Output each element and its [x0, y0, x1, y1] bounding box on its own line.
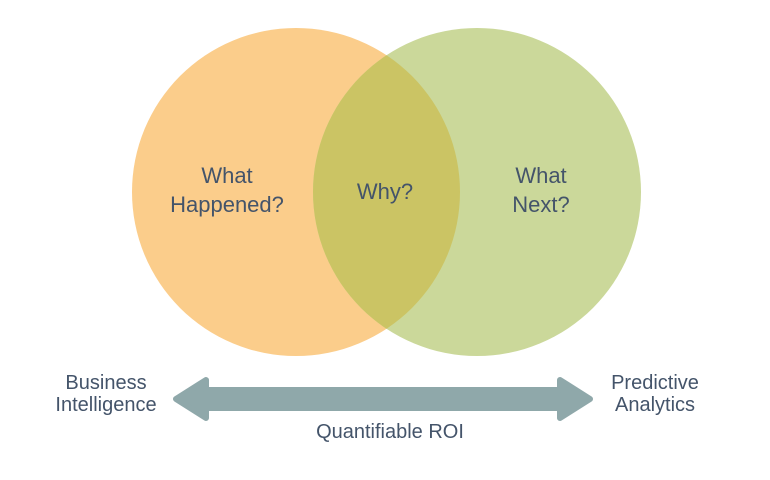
arrow-caption: Quantifiable ROI — [316, 421, 464, 443]
axis-left-label: Business Intelligence — [55, 372, 157, 416]
double-arrow — [173, 377, 593, 421]
overlap-region — [313, 28, 460, 356]
right-circle-label: What Next? — [512, 163, 570, 217]
overlap-label: Why? — [356, 179, 414, 204]
axis-right-label: Predictive Analytics — [611, 372, 699, 416]
left-circle-label: What Happened? — [170, 163, 284, 217]
